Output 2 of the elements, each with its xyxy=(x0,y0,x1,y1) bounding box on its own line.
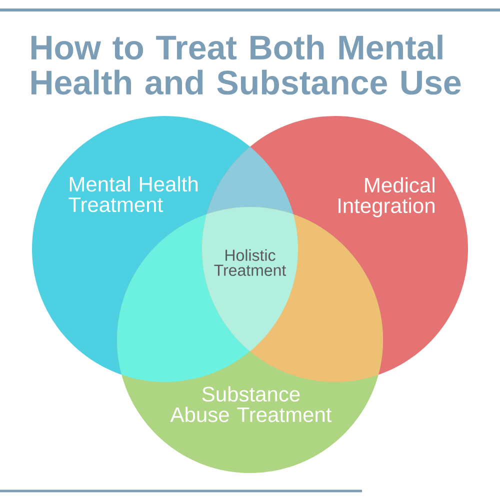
venn-overlap: Holistic Treatment xyxy=(202,207,298,352)
title: How to Treat Both Mental Health and Substance Use xyxy=(31,34,461,95)
